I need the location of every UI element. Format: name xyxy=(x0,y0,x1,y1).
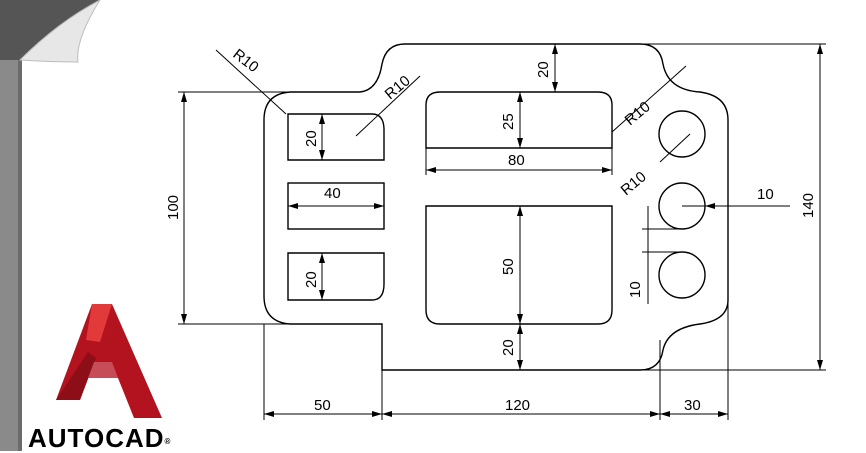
label-slot-top-width: 80 xyxy=(508,152,525,169)
wordmark-text: AUTOCAD xyxy=(28,423,165,453)
label-slot-left-mid: 40 xyxy=(324,185,341,202)
label-r-top-left: R10 xyxy=(230,46,262,76)
autocad-wordmark: AUTOCAD® xyxy=(28,425,171,451)
label-hole-offset: 10 xyxy=(757,186,774,203)
dim-bottom xyxy=(263,300,729,420)
label-bottom-right: 30 xyxy=(684,397,701,414)
label-slot-left-top: 20 xyxy=(303,130,320,147)
dim-top-gap xyxy=(552,44,558,92)
dim-left-slots xyxy=(288,114,384,300)
label-slot-big: 50 xyxy=(500,258,517,275)
label-height-right: 140 xyxy=(800,193,817,218)
slot-left-top xyxy=(287,113,385,161)
slot-big xyxy=(425,205,613,325)
label-r-slot-top: R10 xyxy=(382,72,414,103)
part-outline xyxy=(263,43,729,371)
label-slot-top-height: 25 xyxy=(500,113,517,130)
label-bottom-gap: 20 xyxy=(500,339,517,356)
dim-slot-top xyxy=(425,92,613,175)
label-r-right-lower: R10 xyxy=(618,168,650,199)
label-r-right-upper: R10 xyxy=(622,98,654,129)
dim-height-right xyxy=(640,43,826,371)
slot-top xyxy=(425,91,613,149)
autocad-logo-icon xyxy=(56,304,162,418)
dim-radius-leaders xyxy=(215,49,691,163)
hole-bottom xyxy=(658,251,706,299)
label-top-gap: 20 xyxy=(535,61,552,78)
label-bottom-left: 50 xyxy=(314,397,331,414)
registered-mark: ® xyxy=(164,437,172,446)
slot-left-bottom xyxy=(287,252,385,301)
label-slot-left-bottom: 20 xyxy=(303,271,320,288)
label-hole-spacing: 10 xyxy=(627,281,644,298)
dim-holes xyxy=(642,203,790,304)
label-height-left: 100 xyxy=(165,195,182,220)
dim-slot-big xyxy=(517,206,523,370)
label-bottom-mid: 120 xyxy=(505,397,530,414)
hole-top xyxy=(658,110,706,158)
dim-height-left xyxy=(178,91,290,325)
page-curl-icon xyxy=(0,0,101,451)
